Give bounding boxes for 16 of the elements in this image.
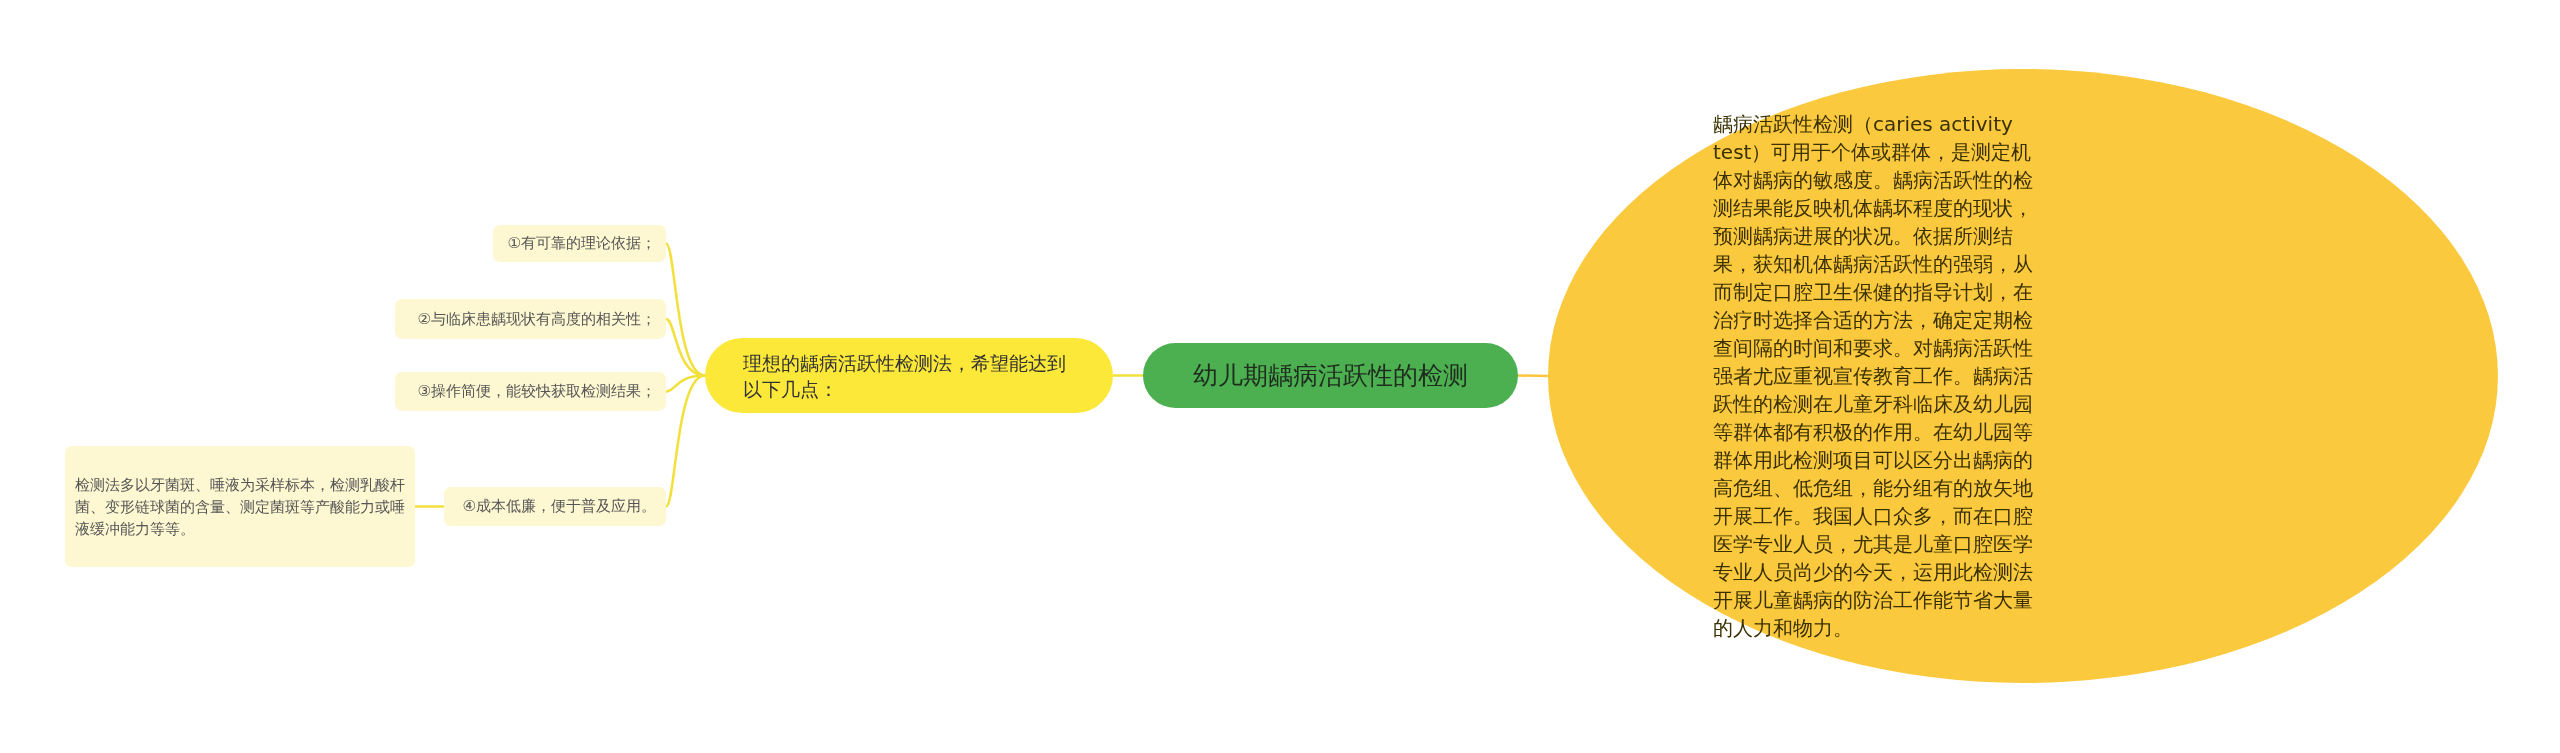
node-text: ④成本低廉，便于普及应用。: [462, 497, 656, 516]
node-text: ②与临床患龋现状有高度的相关性；: [417, 309, 656, 329]
point-box: [395, 372, 666, 411]
node-text: 检测法多以牙菌斑、唾液为采样标本，检测乳酸杆菌、变形链球菌的含量、测定菌斑等产酸能力或唾液缓冲能力等等。: [75, 474, 405, 540]
topic-text: 幼儿期龋病活跃性的检测: [1193, 360, 1468, 392]
point-box: [444, 487, 666, 526]
node-text: ①有可靠的理论依据；: [507, 234, 656, 253]
note-box: [65, 446, 415, 567]
point-box: [493, 225, 666, 262]
node-text: ③操作简便，能较快获取检测结果；: [417, 382, 656, 401]
node-text: 理想的龋病活跃性检测法，希望能达到以下几点：: [743, 350, 1067, 402]
connector-line: [415, 505, 444, 508]
connector-line: [665, 374, 706, 508]
connector-line: [1113, 374, 1143, 377]
point-box: [395, 299, 666, 339]
connector-line: [1517, 374, 1549, 378]
